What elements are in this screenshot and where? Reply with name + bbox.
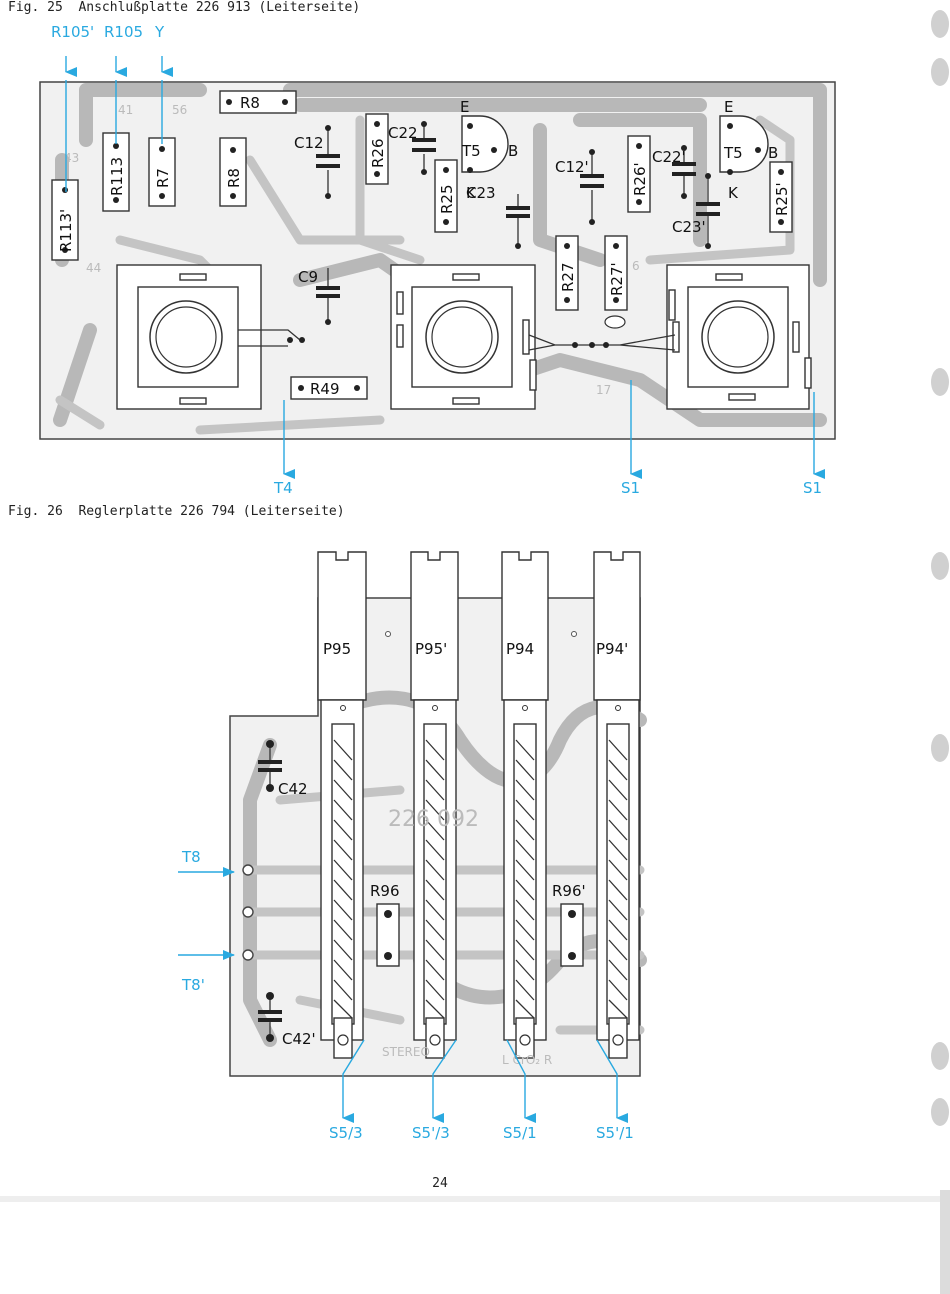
label-r105p: R105' bbox=[51, 23, 94, 41]
ghost-mark: 41 bbox=[118, 103, 133, 117]
transistor-t5: E T5 B K bbox=[460, 98, 518, 202]
label-r113: R113 bbox=[108, 157, 126, 196]
resistor-r113p: R113' bbox=[51, 179, 79, 261]
capacitor-c42: C42 bbox=[258, 740, 308, 798]
label-r49: R49 bbox=[310, 380, 340, 398]
label-t8p: T8' bbox=[181, 976, 205, 994]
capacitor-c42p: C42' bbox=[258, 992, 316, 1048]
label-r96p: R96' bbox=[552, 882, 586, 900]
resistor-r96: R96 bbox=[370, 882, 400, 967]
transistor-t5p: E T5 B K bbox=[719, 98, 778, 202]
label-r27p: R27' bbox=[608, 262, 626, 296]
resistor-r8: R8 bbox=[219, 137, 247, 207]
label-b1: B bbox=[508, 142, 518, 160]
resistor-r7: R7 bbox=[148, 137, 176, 207]
resistor-r27p: R27' bbox=[604, 235, 628, 311]
label-c23p: C23' bbox=[672, 218, 706, 236]
label-c22: C22 bbox=[388, 124, 418, 142]
label-p95: P95 bbox=[323, 640, 351, 658]
fig26-slider-p94: P94 bbox=[501, 551, 549, 1059]
label-p94: P94 bbox=[506, 640, 534, 658]
label-r25: R25 bbox=[438, 184, 456, 214]
label-t8: T8 bbox=[181, 848, 201, 866]
label-e1: E bbox=[460, 98, 469, 116]
label-s5p-3: S5'/3 bbox=[412, 1124, 450, 1142]
label-p95p: P95' bbox=[415, 640, 447, 658]
capacitor-c23p: C23' bbox=[672, 173, 720, 249]
fig25-pot-middle bbox=[390, 264, 537, 410]
label-r8-top: R8 bbox=[240, 94, 260, 112]
label-r113p: R113' bbox=[57, 209, 75, 252]
binder-holes bbox=[931, 10, 949, 1126]
fig26-caption: Fig. 26 Reglerplatte 226 794 (Leiterseit… bbox=[8, 504, 345, 519]
page-edge bbox=[940, 1190, 950, 1294]
ghost-mark: 6 bbox=[632, 259, 640, 273]
resistor-r49: R49 bbox=[290, 376, 368, 400]
label-t5: T5 bbox=[461, 142, 481, 160]
capacitor-c9: C9 bbox=[298, 268, 340, 325]
fig25-caption: Fig. 25 Anschlußplatte 226 913 (Leiterse… bbox=[8, 0, 361, 15]
label-r8: R8 bbox=[225, 168, 243, 188]
label-c12: C12 bbox=[294, 134, 324, 152]
ghost-stereo: STEREO bbox=[382, 1045, 430, 1059]
ghost-board-number: 226 092 bbox=[388, 807, 479, 832]
label-k1: K bbox=[466, 184, 477, 202]
resistor-r113: R113 bbox=[102, 132, 130, 212]
capacitor-c23: C23 bbox=[466, 184, 530, 249]
resistor-r8-top: R8 bbox=[219, 90, 297, 114]
page-fold bbox=[0, 1196, 940, 1202]
label-s1-right: S1 bbox=[803, 479, 822, 497]
label-e2: E bbox=[724, 98, 733, 116]
resistor-r26: R26 bbox=[365, 113, 389, 185]
ghost-mark: 17 bbox=[596, 383, 611, 397]
resistor-r25p: R25' bbox=[769, 161, 793, 233]
resistor-r25: R25 bbox=[434, 159, 458, 233]
label-k2: K bbox=[728, 184, 739, 202]
resistor-r27: R27 bbox=[555, 235, 579, 311]
label-c42: C42 bbox=[278, 780, 308, 798]
label-c9: C9 bbox=[298, 268, 318, 286]
label-c23: C23 bbox=[466, 184, 496, 202]
label-b2: B bbox=[768, 144, 778, 162]
fig25-pot-right bbox=[528, 264, 812, 410]
label-s5-3: S5/3 bbox=[329, 1124, 363, 1142]
label-r105: R105 bbox=[104, 23, 143, 41]
label-c42p: C42' bbox=[282, 1030, 316, 1048]
page-number: 24 bbox=[432, 1176, 448, 1191]
label-s1-middle: S1 bbox=[621, 479, 640, 497]
label-s5-1: S5/1 bbox=[503, 1124, 537, 1142]
label-r26p: R26' bbox=[631, 162, 649, 196]
capacitor-c12: C12 bbox=[294, 125, 340, 199]
fig26-slider-p94p: P94' bbox=[593, 551, 641, 1059]
ghost-lr: L CrO₂ R bbox=[502, 1053, 552, 1067]
ghost-mark: 44 bbox=[86, 261, 101, 275]
label-t5p: T5 bbox=[723, 144, 743, 162]
resistor-r26p: R26' bbox=[627, 135, 651, 213]
capacitor-c22: C22 bbox=[388, 121, 436, 175]
label-t4: T4 bbox=[273, 479, 293, 497]
label-c22p: C22' bbox=[652, 148, 686, 166]
fig26-slider-p95: P95 bbox=[317, 551, 367, 1059]
mount-hole bbox=[571, 631, 577, 637]
label-y: Y bbox=[154, 23, 165, 41]
label-r27: R27 bbox=[559, 262, 577, 292]
ghost-mark: 43 bbox=[64, 151, 79, 165]
capacitor-c22p: C22' bbox=[652, 145, 696, 199]
label-c12p: C12' bbox=[555, 158, 589, 176]
label-r25p: R25' bbox=[773, 182, 791, 216]
label-r7: R7 bbox=[154, 168, 172, 188]
label-r96: R96 bbox=[370, 882, 400, 900]
label-r26: R26 bbox=[369, 138, 387, 168]
label-p94p: P94' bbox=[596, 640, 628, 658]
fig26-slider-p95p: P95' bbox=[410, 551, 459, 1059]
ghost-mark: 56 bbox=[172, 103, 187, 117]
mount-hole bbox=[385, 631, 391, 637]
resistor-r96p: R96' bbox=[552, 882, 586, 967]
fig26-left-pads bbox=[242, 864, 254, 961]
capacitor-c12p: C12' bbox=[555, 149, 604, 225]
label-s5p-1: S5'/1 bbox=[596, 1124, 634, 1142]
fig25-pot-left bbox=[116, 264, 305, 410]
